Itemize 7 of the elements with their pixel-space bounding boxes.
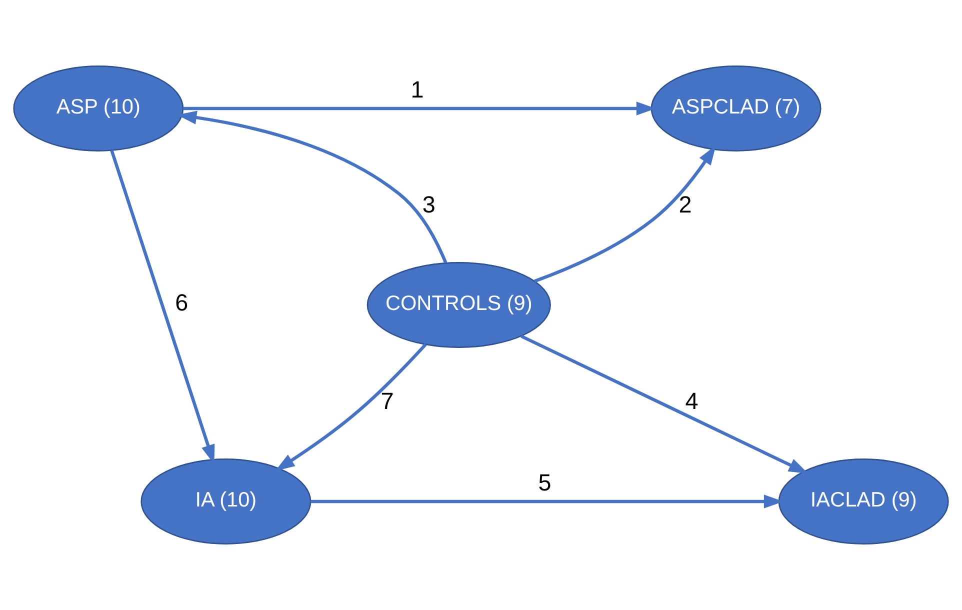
- edge-label: 4: [685, 388, 698, 414]
- edge-label: 1: [410, 76, 424, 102]
- edge-label: 7: [380, 388, 394, 414]
- edge-label: 2: [678, 191, 692, 218]
- edge-label: 3: [422, 191, 436, 218]
- edge-label: 6: [175, 290, 188, 316]
- edge-label: 5: [538, 469, 552, 496]
